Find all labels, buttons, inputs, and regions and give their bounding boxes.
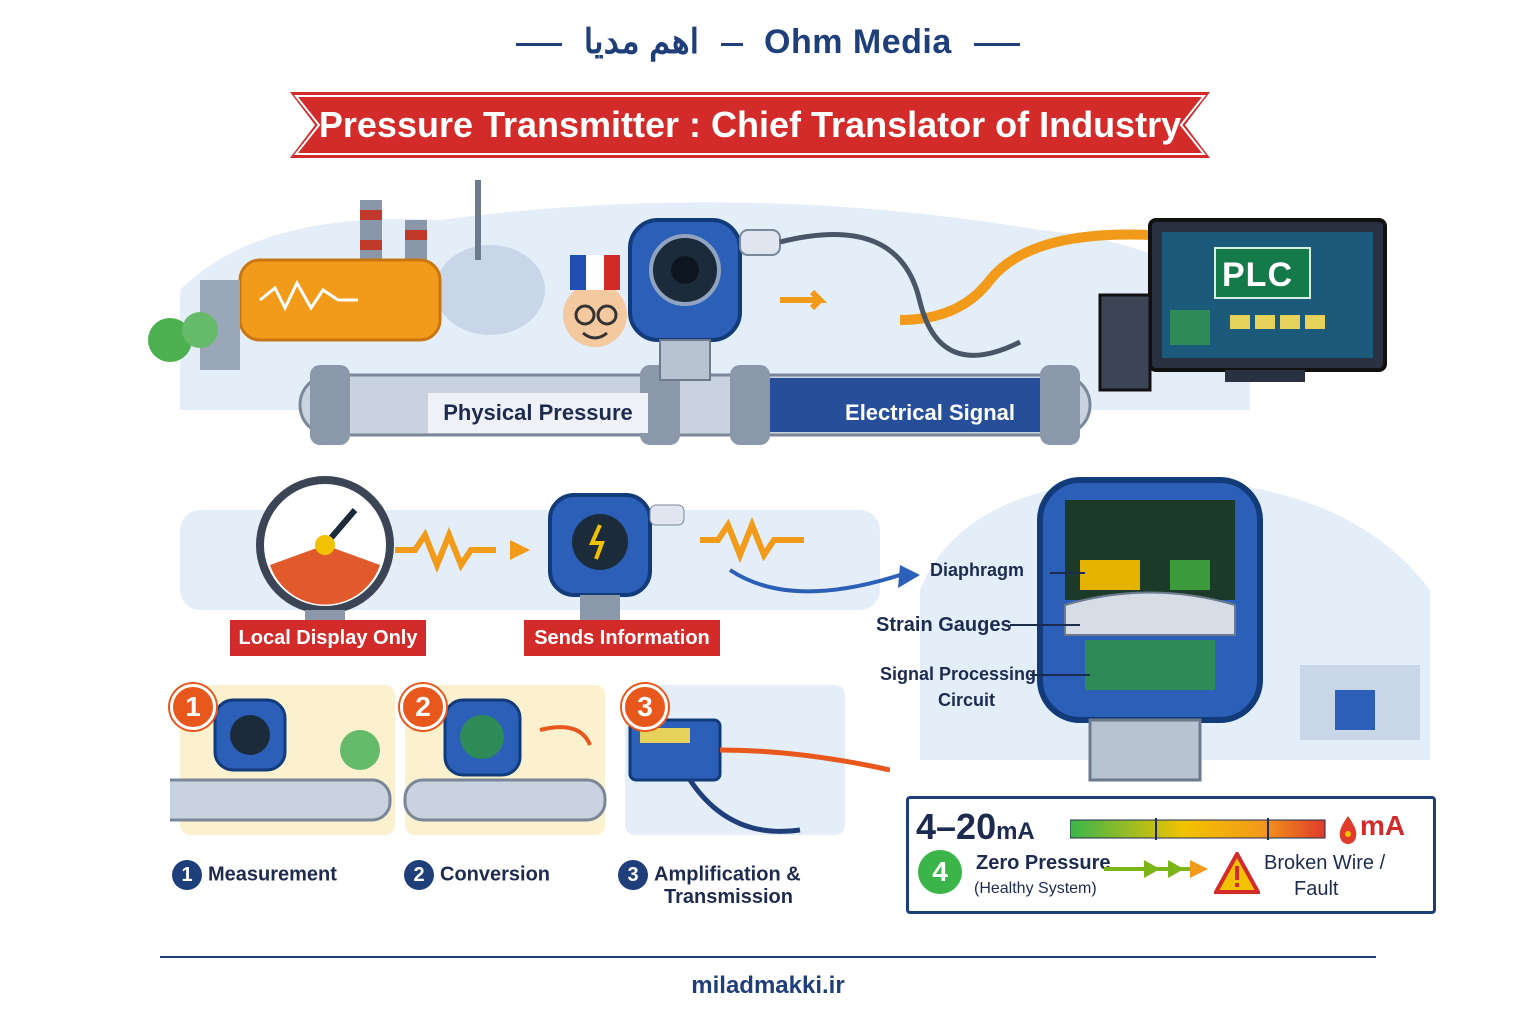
- step3-caption: 3 Amplification &: [618, 860, 801, 890]
- step3-label-line2: Transmission: [664, 886, 793, 908]
- brand-divider-right: [973, 42, 1020, 46]
- page-title: Pressure Transmitter : Chief Translator …: [318, 104, 1182, 145]
- electrical-signal-label: Electrical Signal: [845, 400, 1015, 425]
- step3-badge: 3: [622, 684, 668, 730]
- brand-header: اهم مدیا Ohm Media: [0, 22, 1536, 62]
- brand-name: Ohm Media: [764, 23, 952, 61]
- brand-divider-mid: [720, 42, 743, 46]
- signal-arrow-icon: [395, 526, 496, 574]
- middle-scene: [180, 476, 920, 640]
- legend-range-unit: mA: [996, 818, 1035, 845]
- step1-label: Measurement: [208, 863, 337, 886]
- label-circuit: Circuit: [938, 690, 996, 710]
- step2-caption: 2 Conversion: [404, 860, 550, 890]
- legend-zero-pressure: Zero Pressure: [976, 852, 1111, 874]
- title-ribbon: [290, 92, 1210, 158]
- step2-badge: 2: [400, 684, 446, 730]
- legend-range-value: 4–20: [916, 806, 997, 847]
- gauge-tag: Local Display Only: [230, 620, 426, 656]
- brand-divider-left: [516, 42, 563, 46]
- pressure-transmitter-icon: [628, 218, 781, 381]
- transmitter-tag: Sends Information: [524, 620, 720, 656]
- steps-scene: [170, 685, 890, 835]
- step3-label: Amplification &: [654, 863, 801, 886]
- current-scale-bar: [1070, 818, 1326, 840]
- step1-badge: 1: [170, 684, 216, 730]
- label-strain-gauges: Strain Gauges: [876, 614, 1012, 636]
- step1-caption: 1 Measurement: [172, 860, 337, 890]
- step2-label: Conversion: [440, 863, 551, 886]
- cutaway-scene: [920, 477, 1430, 782]
- signal-legend: [906, 796, 1436, 914]
- signal-arrow-icon: [1104, 860, 1208, 878]
- factory-icon: [148, 180, 545, 370]
- footer-divider: [160, 956, 1376, 958]
- legend-range: 4–20mA: [916, 806, 1035, 848]
- step2-illustration: [403, 698, 607, 822]
- footer-link[interactable]: miladmakki.ir: [691, 972, 845, 999]
- mascot-character: [563, 255, 627, 347]
- pressure-gauge-icon: [256, 476, 394, 640]
- step1-illustration: [170, 698, 392, 822]
- transmitter-cutaway: [1037, 477, 1263, 782]
- legend-broken: Broken Wire /: [1264, 852, 1386, 874]
- signal-arrow-icon: [779, 229, 1151, 358]
- step2-caption-num: 2: [404, 860, 434, 890]
- plc-label: PLC: [1222, 256, 1293, 294]
- legend-healthy: (Healthy System): [974, 880, 1097, 897]
- step3-illustration: [628, 718, 890, 834]
- legend-zero-unit: mA: [1360, 810, 1406, 841]
- top-scene: [148, 180, 1387, 445]
- step1-caption-num: 1: [172, 860, 202, 890]
- plc-monitor-icon: [1098, 218, 1387, 392]
- label-diaphragm: Diaphragm: [930, 560, 1025, 580]
- legend-four-badge: 4: [918, 850, 962, 894]
- legend-fault: Fault: [1294, 878, 1339, 900]
- step3-caption-num: 3: [618, 860, 648, 890]
- brand-farsi: اهم مدیا: [583, 23, 700, 61]
- label-signal-processing: Signal Processing: [880, 664, 1037, 684]
- warning-icon: [1214, 852, 1260, 894]
- droplet-icon: [1339, 816, 1357, 844]
- physical-pressure-label: Physical Pressure: [428, 393, 648, 433]
